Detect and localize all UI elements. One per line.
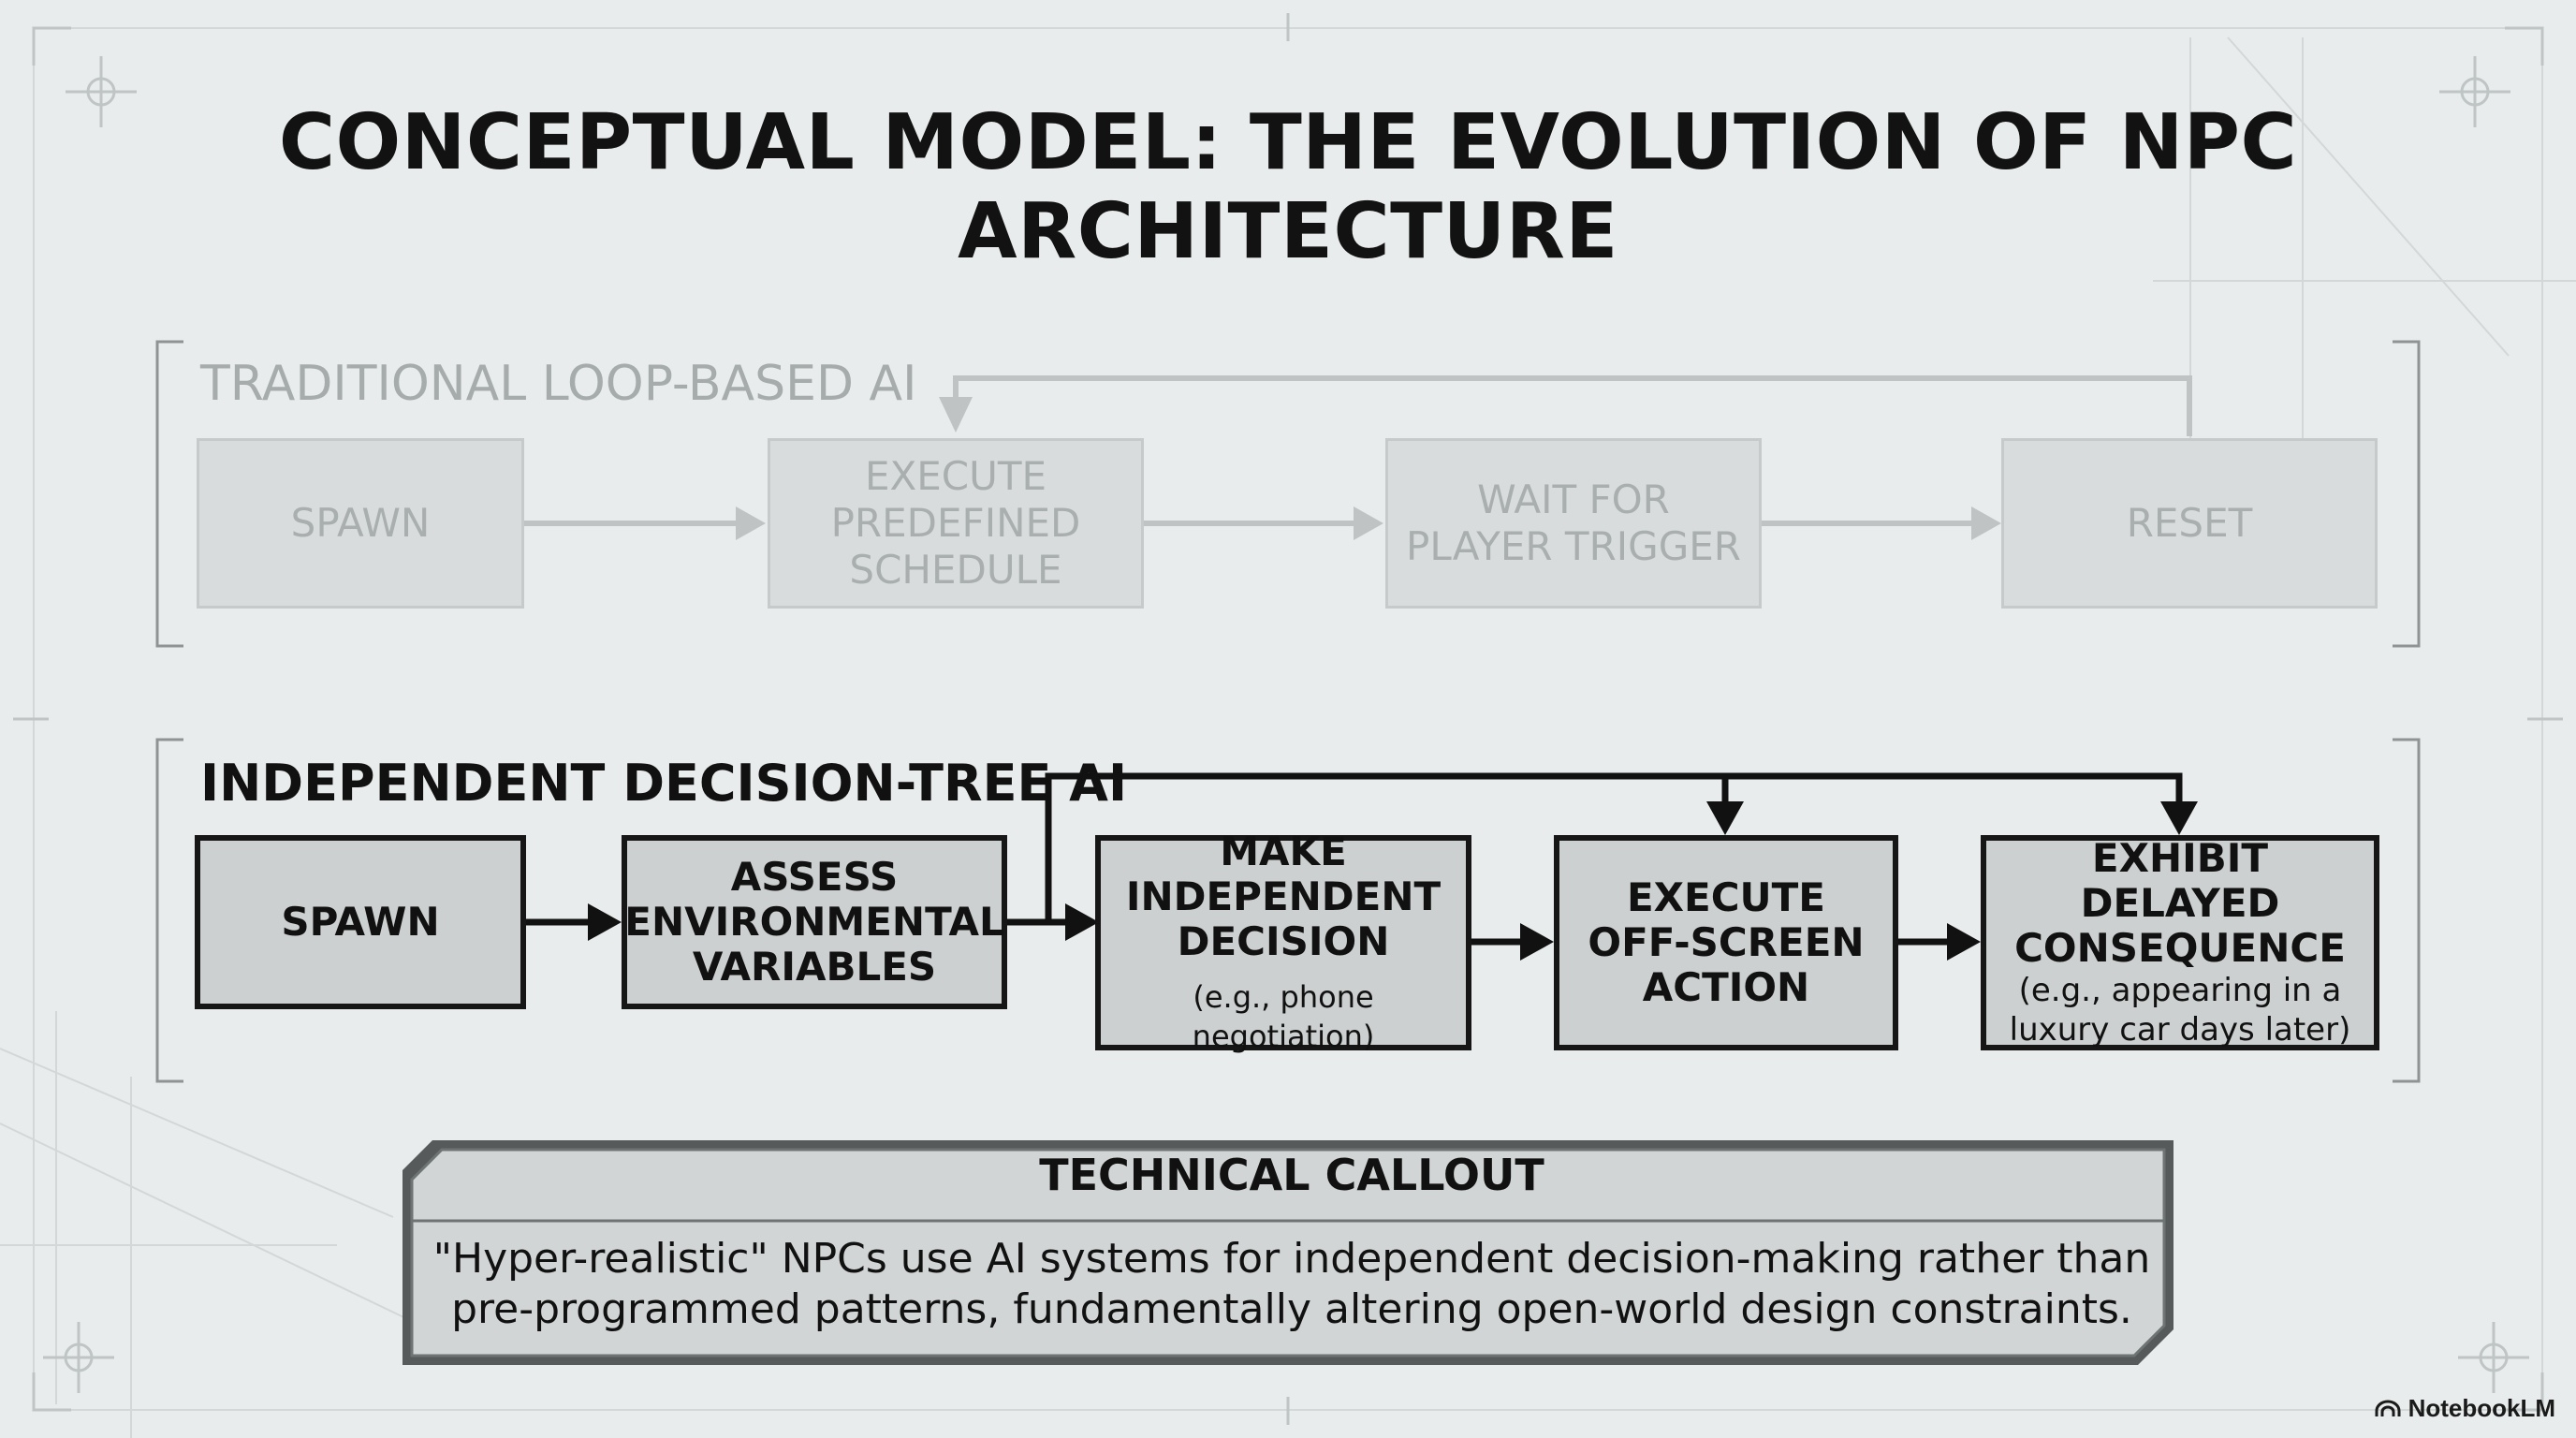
traditional-section-bracket — [155, 340, 2421, 648]
notebooklm-watermark: NotebookLM — [2375, 1394, 2555, 1423]
step-label: SPAWN — [281, 899, 440, 945]
step-label: EXECUTE OFF-SCREEN ACTION — [1588, 874, 1865, 1010]
independent-arrowheads — [588, 801, 2198, 961]
traditional-section-label: TRADITIONAL LOOP-BASED AI — [200, 356, 917, 412]
step-label: EXHIBIT DELAYED CONSEQUENCE — [2014, 835, 2346, 971]
arrow-reset-loop-back — [953, 375, 2192, 436]
traditional-step-wait-trigger: WAIT FOR PLAYER TRIGGER — [1385, 438, 1762, 609]
independent-section-bracket — [155, 738, 2421, 1083]
callout-body: "Hyper-realistic" NPCs use AI systems fo… — [432, 1235, 2151, 1333]
traditional-step-spawn: SPAWN — [197, 438, 524, 609]
traditional-arrowheads — [736, 397, 2001, 540]
callout-title: TECHNICAL CALLOUT — [1039, 1150, 1544, 1200]
independent-step-spawn: SPAWN — [195, 835, 526, 1009]
independent-step-assess-variables: ASSESS ENVIRONMENTAL VARIABLES — [622, 835, 1007, 1009]
step-note: (e.g., phone negotiation) — [1192, 979, 1375, 1054]
step-label: WAIT FOR PLAYER TRIGGER — [1406, 477, 1741, 569]
traditional-step-reset: RESET — [2001, 438, 2378, 609]
technical-callout-panel — [402, 1140, 2174, 1365]
independent-flow-arrows — [524, 772, 2183, 946]
arrow-branch-bus — [1045, 772, 2183, 922]
independent-section-label: INDEPENDENT DECISION-TREE AI — [200, 754, 1128, 813]
step-label: EXECUTE PREDEFINED SCHEDULE — [830, 453, 1081, 593]
corner-marks — [13, 13, 2563, 1425]
independent-step-delayed-consequence: EXHIBIT DELAYED CONSEQUENCE (e.g., appea… — [1981, 835, 2379, 1050]
notebooklm-logo-icon — [2375, 1400, 2401, 1416]
traditional-flow-arrows — [524, 375, 2192, 526]
step-note: (e.g., appearing in a luxury car days la… — [2009, 972, 2351, 1049]
step-label: RESET — [2126, 500, 2253, 546]
step-label: MAKE INDEPENDENT DECISION — [1125, 829, 1442, 964]
step-label: SPAWN — [290, 500, 431, 546]
blueprint-decoration — [0, 27, 2576, 1438]
traditional-step-execute-schedule: EXECUTE PREDEFINED SCHEDULE — [768, 438, 1144, 609]
step-label: ASSESS ENVIRONMENTAL VARIABLES — [624, 854, 1004, 990]
independent-step-offscreen-action: EXECUTE OFF-SCREEN ACTION — [1554, 835, 1898, 1050]
independent-step-make-decision: MAKE INDEPENDENT DECISION (e.g., phone n… — [1095, 829, 1471, 1054]
page-title: CONCEPTUAL MODEL: THE EVOLUTION OF NPC A… — [278, 98, 2298, 276]
watermark-text: NotebookLM — [2408, 1394, 2555, 1422]
